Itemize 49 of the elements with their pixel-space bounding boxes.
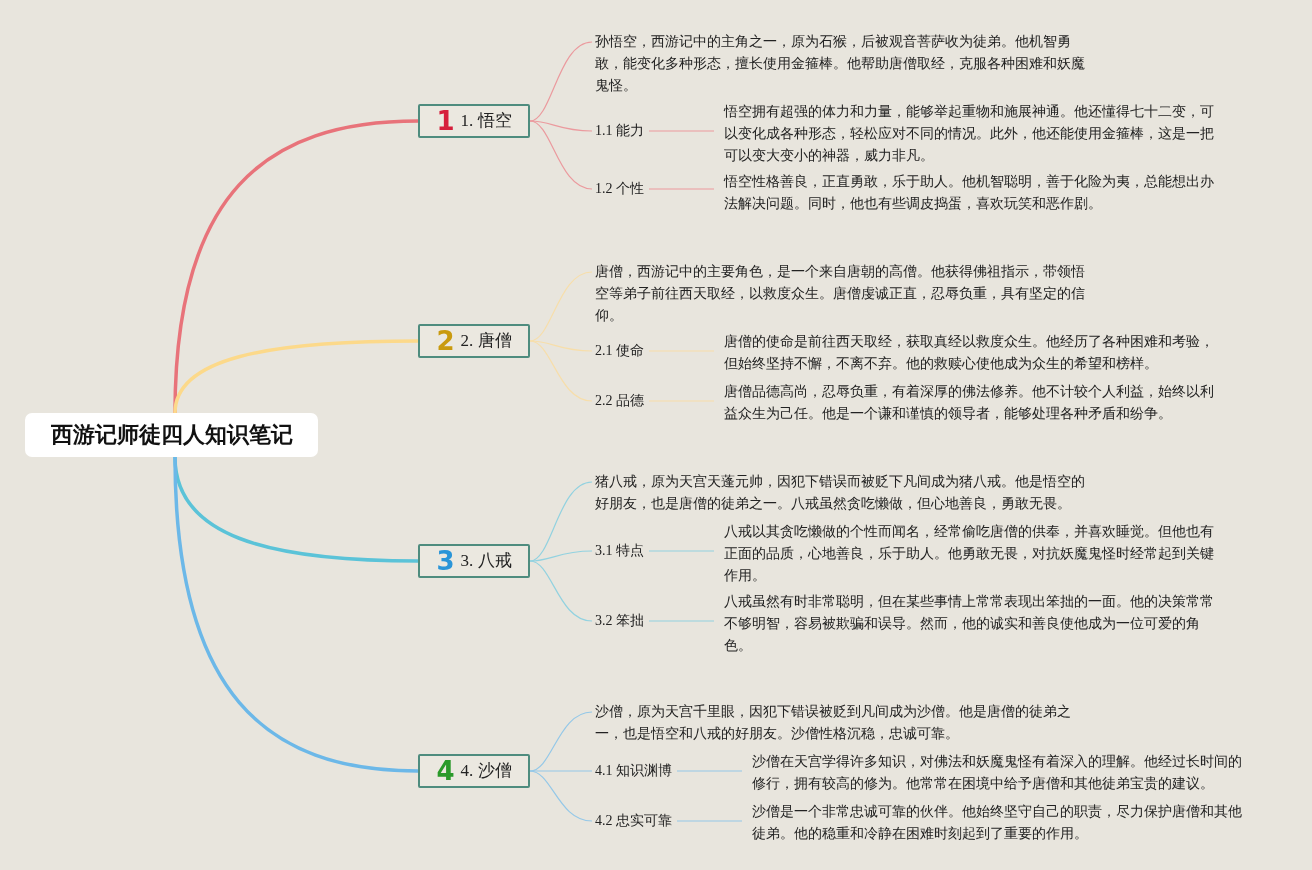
topic-number: 1 bbox=[436, 106, 455, 136]
subtopic-label: 4.1 知识渊博 bbox=[595, 760, 672, 782]
connector-line bbox=[173, 456, 419, 773]
topic-label: 1. 悟空 bbox=[460, 110, 512, 132]
connector-line bbox=[173, 339, 418, 414]
topic-box bbox=[418, 104, 530, 138]
connector-line bbox=[676, 820, 743, 822]
connector-line bbox=[529, 770, 593, 822]
description-text: 悟空拥有超强的体力和力量，能够举起重物和施展神通。他还懂得七十二变，可以变化成各种形态，轻松应对不同的情况。此外，他还能使用金箍棒，这是一把可以变大变小的神器，威力非凡。 bbox=[724, 101, 1218, 167]
description-text: 八戒虽然有时非常聪明，但在某些事情上常常表现出笨拙的一面。他的决策常常不够明智，容易被欺骗和误导。然而，他的诚实和善良使他成为一位可爱的角色。 bbox=[724, 591, 1218, 657]
subtopic-label: 2.1 使命 bbox=[595, 340, 644, 362]
subtopic-label: 1.2 个性 bbox=[595, 178, 644, 200]
topic-box bbox=[418, 544, 530, 578]
connector-line bbox=[648, 130, 715, 132]
description-text: 猪八戒，原为天宫天蓬元帅，因犯下错误而被贬下凡间成为猪八戒。他是悟空的好朋友，也是唐僧的徒弟之一。八戒虽然贪吃懒做，但心地善良，勇敢无畏。 bbox=[595, 471, 1089, 515]
subtopic-label: 3.1 特点 bbox=[595, 540, 644, 562]
subtopic-label: 4.2 忠实可靠 bbox=[595, 810, 672, 832]
connector-line bbox=[648, 188, 715, 190]
connector-line bbox=[529, 340, 593, 402]
connector-line bbox=[529, 340, 593, 352]
connector-line bbox=[529, 770, 593, 772]
topic-label: 2. 唐僧 bbox=[460, 330, 512, 352]
connector-line bbox=[529, 120, 593, 132]
description-text: 八戒以其贪吃懒做的个性而闻名，经常偷吃唐僧的供奉，并喜欢睡觉。但他也有正面的品质，心地善良，乐于助人。他勇敢无畏，对抗妖魔鬼怪时经常起到关键作用。 bbox=[724, 521, 1218, 587]
topic-number: 4 bbox=[436, 756, 455, 786]
description-text: 唐僧的使命是前往西天取经，获取真经以救度众生。他经历了各种困难和考验，但始终坚持不懈，不离不弃。他的救赎心使他成为众生的希望和榜样。 bbox=[724, 331, 1218, 375]
description-text: 沙僧是一个非常忠诚可靠的伙伴。他始终坚守自己的职责，尽力保护唐僧和其他徒弟。他的稳重和冷静在困难时刻起到了重要的作用。 bbox=[752, 801, 1246, 845]
connector-line bbox=[648, 620, 715, 622]
topic-label: 4. 沙僧 bbox=[460, 760, 512, 782]
connector-line bbox=[529, 560, 593, 622]
topic-box bbox=[418, 324, 530, 358]
subtopic-label: 3.2 笨拙 bbox=[595, 610, 644, 632]
topic-label: 3. 八戒 bbox=[460, 550, 512, 572]
description-text: 唐僧，西游记中的主要角色，是一个来自唐朝的高僧。他获得佛祖指示，带领悟空等弟子前往西天取经，以救度众生。唐僧虔诚正直，忍辱负重，具有坚定的信仰。 bbox=[595, 261, 1089, 327]
connector-line bbox=[529, 550, 593, 562]
topic-number: 3 bbox=[436, 546, 455, 576]
description-text: 沙僧在天宫学得许多知识，对佛法和妖魔鬼怪有着深入的理解。他经过长时间的修行，拥有较高的修为。他常常在困境中给予唐僧和其他徒弟宝贵的建议。 bbox=[752, 751, 1246, 795]
connector-line bbox=[648, 550, 715, 552]
topic-number: 2 bbox=[436, 326, 455, 356]
subtopic-label: 1.1 能力 bbox=[595, 120, 644, 142]
description-text: 悟空性格善良，正直勇敢，乐于助人。他机智聪明，善于化险为夷，总能想出办法解决问题。同时，他也有些调皮捣蛋，喜欢玩笑和恶作剧。 bbox=[724, 171, 1218, 215]
description-text: 唐僧品德高尚，忍辱负重，有着深厚的佛法修养。他不计较个人利益，始终以利益众生为己任。他是一个谦和谨慎的领导者，能够处理各种矛盾和纷争。 bbox=[724, 381, 1218, 425]
description-text: 沙僧，原为天宫千里眼，因犯下错误被贬到凡间成为沙僧。他是唐僧的徒弟之一，也是悟空和八戒的好朋友。沙僧性格沉稳，忠诚可靠。 bbox=[595, 701, 1089, 745]
connector-line bbox=[529, 120, 593, 190]
subtopic-label: 2.2 品德 bbox=[595, 390, 644, 412]
connector-line bbox=[676, 770, 743, 772]
central-topic-box: 西游记师徒四人知识笔记 bbox=[25, 413, 318, 457]
description-text: 孙悟空，西游记中的主角之一，原为石猴，后被观音菩萨收为徒弟。他机智勇敢，能变化多种形态，擅长使用金箍棒。他帮助唐僧取经，克服各种困难和妖魔鬼怪。 bbox=[595, 31, 1089, 97]
topic-box bbox=[418, 754, 530, 788]
